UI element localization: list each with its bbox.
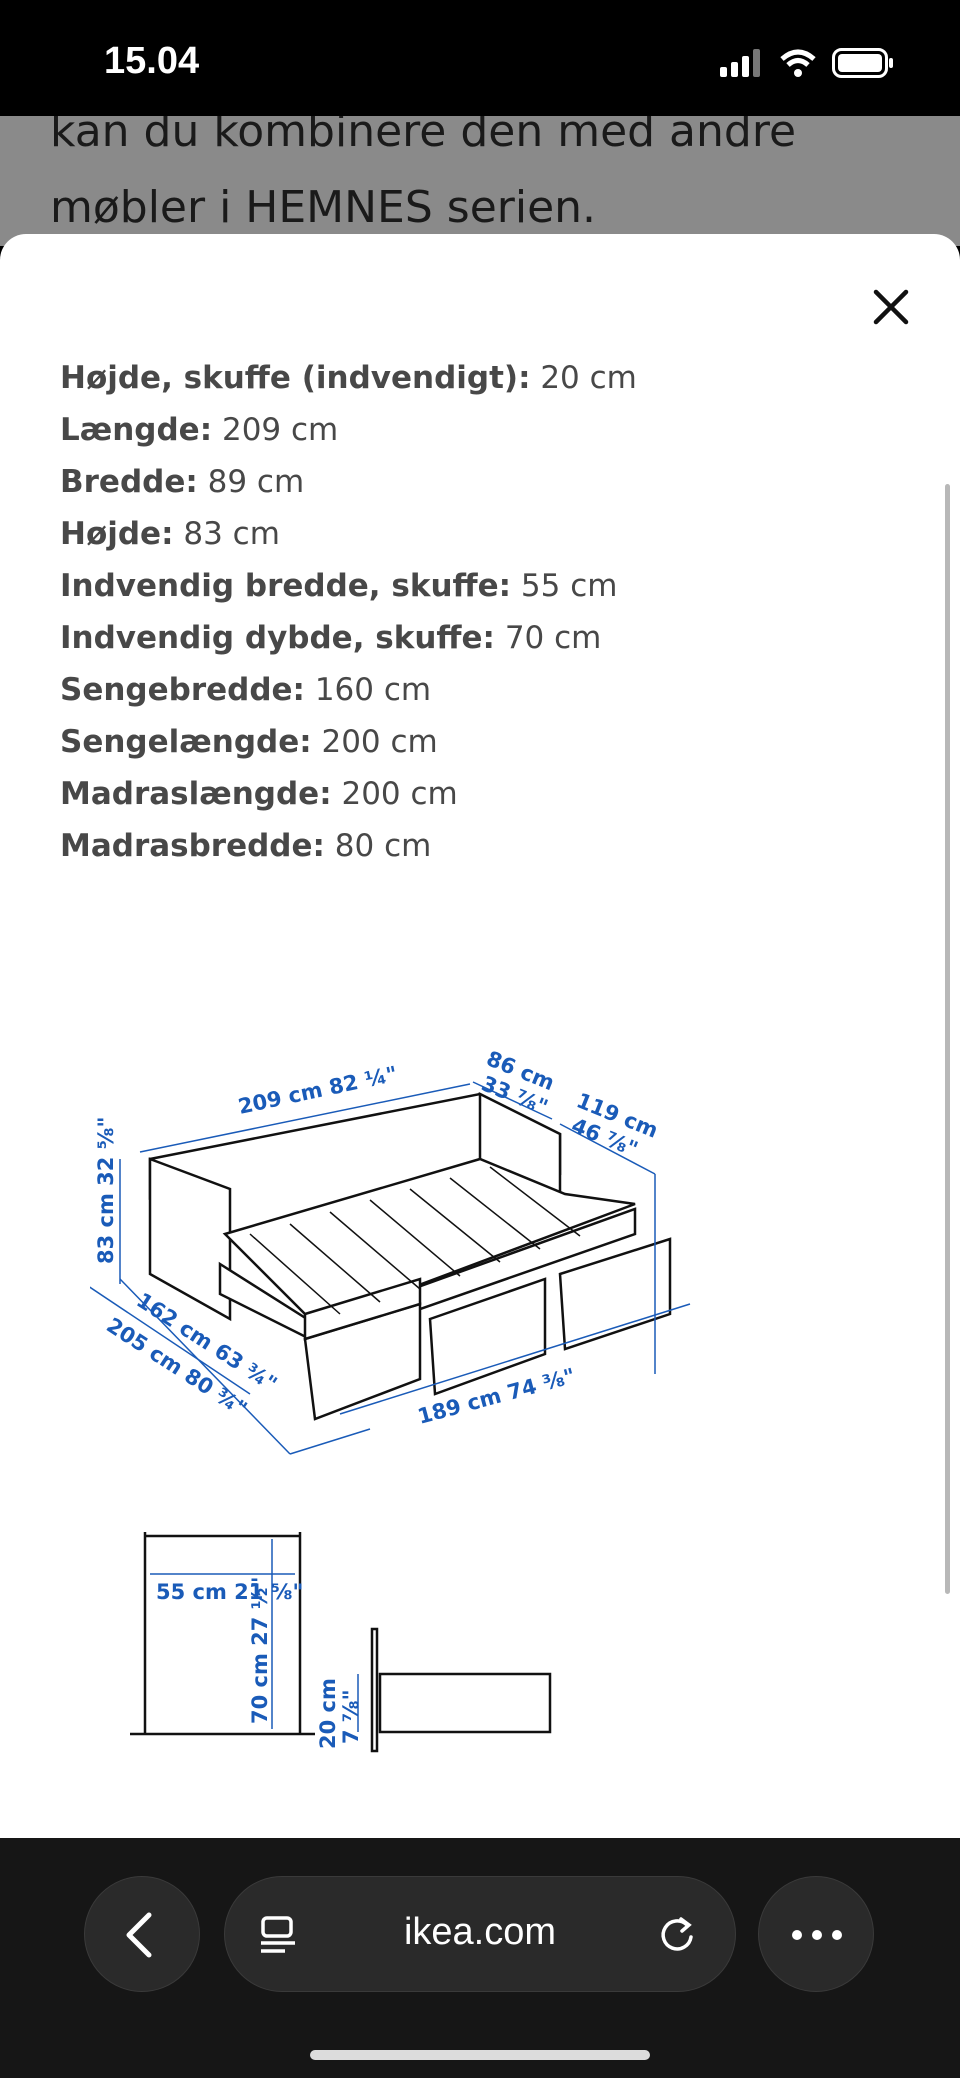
dim-drawer-width: 55 cm 21 ⅝"	[156, 1580, 303, 1604]
dim-drawer-height-cm: 20 cm	[316, 1678, 340, 1749]
slat-lines	[249, 1166, 581, 1315]
spec-label: Højde, skuffe (indvendigt):	[60, 360, 531, 396]
back-button[interactable]	[84, 1876, 200, 1992]
dimension-diagram: 209 cm 82 ¼" 86 cm 33 ⅞" 119 cm 46 ⅞" 83…	[90, 1046, 691, 1753]
spec-value: 200 cm	[321, 724, 438, 760]
spec-value: 200 cm	[341, 776, 458, 812]
status-bar: 15.04	[0, 0, 960, 116]
spec-label: Indvendig bredde, skuffe:	[60, 568, 512, 604]
dimensions-sheet: Højde, skuffe (indvendigt): 20 cm Længde…	[0, 234, 960, 1838]
spec-label: Sengebredde:	[60, 672, 305, 708]
spec-label: Bredde:	[60, 464, 198, 500]
spec-row: Højde: 83 cm	[60, 508, 637, 560]
status-time: 15.04	[104, 40, 200, 82]
close-icon[interactable]	[868, 284, 914, 330]
dimension-lines	[90, 1081, 691, 1455]
spec-row: Indvendig dybde, skuffe: 70 cm	[60, 612, 637, 664]
cellular-signal-icon	[720, 49, 760, 77]
spec-row: Længde: 209 cm	[60, 404, 637, 456]
battery-icon	[832, 48, 893, 78]
browser-toolbar: ikea.com	[0, 1838, 960, 2078]
spec-value: 89 cm	[207, 464, 305, 500]
spec-label: Indvendig dybde, skuffe:	[60, 620, 495, 656]
spec-label: Sengelængde:	[60, 724, 312, 760]
spec-row: Madrasbredde: 80 cm	[60, 820, 637, 872]
backdrop-text: møbler i HEMNES serien.	[50, 182, 597, 233]
spec-value: 160 cm	[314, 672, 432, 708]
spec-value: 83 cm	[183, 516, 280, 552]
spec-value: 209 cm	[221, 412, 339, 448]
more-button[interactable]	[758, 1876, 874, 1992]
reader-icon[interactable]	[259, 1915, 299, 1955]
dim-height: 83 cm 32 ⅝"	[94, 1117, 118, 1264]
spec-list: Højde, skuffe (indvendigt): 20 cm Længde…	[60, 352, 637, 872]
drawer-side-view	[370, 1627, 552, 1753]
spec-value: 70 cm	[504, 620, 602, 656]
spec-label: Madrasbredde:	[60, 828, 325, 864]
spec-row: Bredde: 89 cm	[60, 456, 637, 508]
dim-length: 209 cm 82 ¼"	[236, 1062, 399, 1119]
scrollbar[interactable]	[945, 484, 950, 1594]
chevron-left-icon	[126, 1912, 152, 1958]
spec-label: Højde:	[60, 516, 174, 552]
dim-drawer-height-in: 7 ⅞"	[339, 1689, 363, 1744]
spec-value: 20 cm	[540, 360, 637, 396]
address-bar[interactable]: ikea.com	[224, 1876, 736, 1992]
spec-value: 55 cm	[520, 568, 618, 604]
reload-icon[interactable]	[655, 1913, 699, 1957]
more-icon	[792, 1930, 842, 1940]
backdrop-text: kan du kombinere den med andre	[50, 116, 797, 157]
home-indicator[interactable]	[310, 2050, 650, 2060]
spec-value: 80 cm	[334, 828, 432, 864]
spec-label: Længde:	[60, 412, 213, 448]
wifi-icon	[780, 49, 816, 77]
spec-row: Højde, skuffe (indvendigt): 20 cm	[60, 352, 637, 404]
page-backdrop: kan du kombinere den med andre møbler i …	[0, 116, 960, 246]
spec-label: Madraslængde:	[60, 776, 332, 812]
drawer-top-view	[130, 1532, 315, 1736]
spec-row: Madraslængde: 200 cm	[60, 768, 637, 820]
spec-row: Sengelængde: 200 cm	[60, 716, 637, 768]
drawer-dim-lines	[150, 1539, 295, 1729]
spec-row: Sengebredde: 160 cm	[60, 664, 637, 716]
dim-drawer-depth: 70 cm 27 ½"	[248, 1577, 272, 1724]
spec-row: Indvendig bredde, skuffe: 55 cm	[60, 560, 637, 612]
url-text[interactable]: ikea.com	[403, 1911, 557, 1953]
